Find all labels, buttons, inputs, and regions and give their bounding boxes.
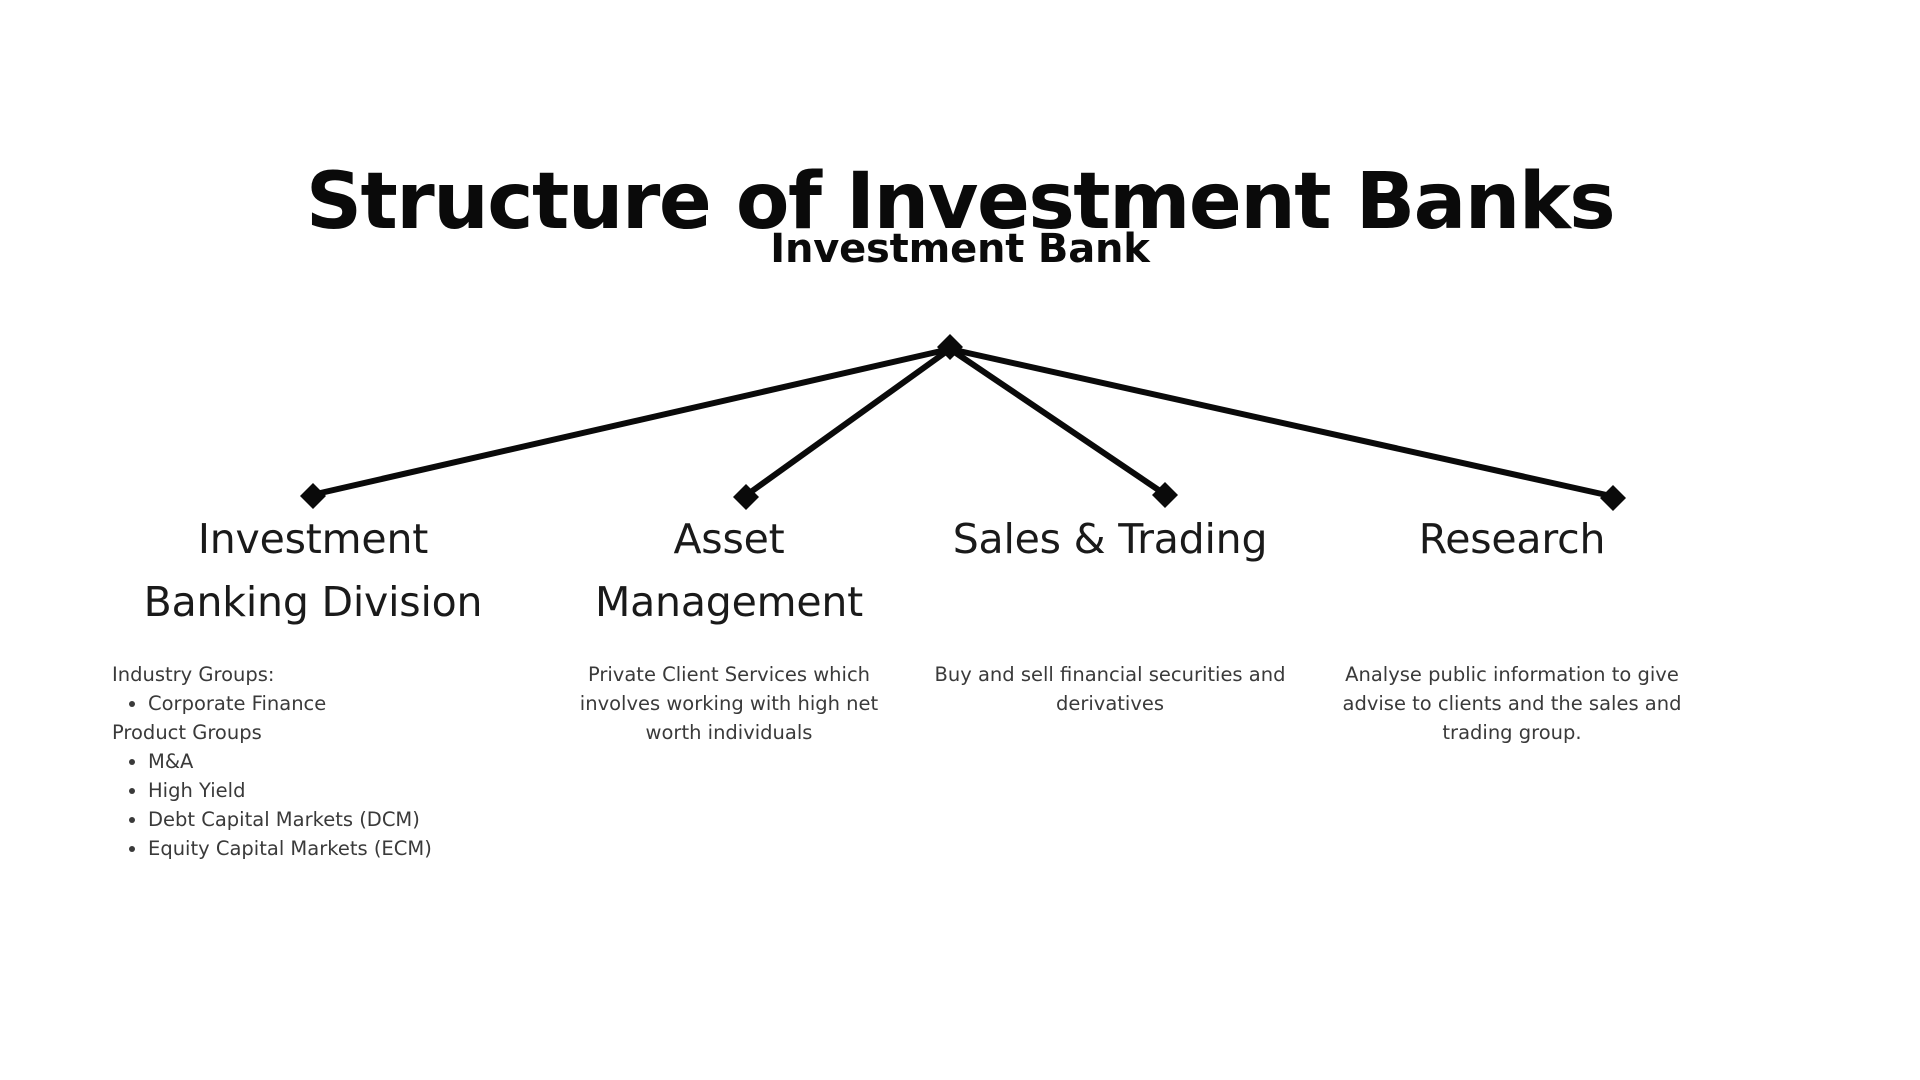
branch-title-line-2: Management	[594, 578, 864, 626]
edge-root-to-asset-management	[746, 346, 952, 497]
branch-title-line-1: Research	[1418, 515, 1606, 563]
list-item: Debt Capital Markets (DCM)	[148, 805, 528, 834]
branch-asset-management[interactable]: Asset Management Private Client Services…	[558, 508, 900, 747]
branch-investment-banking-division[interactable]: Investment Banking Division Industry Gro…	[98, 508, 528, 863]
group-list-industry-groups: Corporate Finance	[112, 689, 528, 718]
edge-root-to-sales-and-trading	[948, 346, 1165, 496]
branch-columns: Investment Banking Division Industry Gro…	[0, 508, 1920, 968]
list-item: M&A	[148, 747, 528, 776]
branch-description-sales-and-trading: Buy and sell financial securities and de…	[934, 663, 1286, 715]
root-node-marker-diamond	[937, 334, 963, 360]
branch-title-sales-and-trading: Sales & Trading	[930, 508, 1290, 571]
branch-title-line-1: Investment	[197, 515, 429, 563]
group-heading-industry-groups: Industry Groups:	[112, 663, 275, 686]
branch-description-asset-management: Private Client Services which involves w…	[579, 663, 879, 744]
branch-description-research: Analyse public information to give advis…	[1342, 663, 1682, 744]
edge-root-to-research	[949, 346, 1612, 499]
branch-title-investment-banking-division: Investment Banking Division	[98, 508, 528, 634]
list-item: Corporate Finance	[148, 689, 528, 718]
edge-root-to-investment-banking-division	[315, 346, 951, 497]
node-marker-sales-and-trading	[1152, 482, 1178, 508]
node-marker-asset-management	[733, 484, 759, 510]
branch-body-investment-banking-division: Industry Groups: Corporate Finance Produ…	[98, 660, 528, 863]
list-item: High Yield	[148, 776, 528, 805]
list-item: Equity Capital Markets (ECM)	[148, 834, 528, 863]
branch-title-line-1: Asset	[673, 515, 785, 563]
branch-title-line-1: Sales & Trading	[952, 515, 1268, 563]
root-node-label: Investment Bank	[770, 226, 1150, 272]
group-list-product-groups: M&A High Yield Debt Capital Markets (DCM…	[112, 747, 528, 863]
node-marker-investment-banking-division	[300, 483, 326, 509]
branch-title-line-2: Banking Division	[143, 578, 483, 626]
branch-title-research: Research	[1336, 508, 1688, 571]
group-heading-product-groups: Product Groups	[112, 721, 262, 744]
page-title: Structure of Investment Banks	[305, 157, 1616, 248]
branch-research[interactable]: Research Analyse public information to g…	[1336, 508, 1688, 747]
branch-title-asset-management: Asset Management	[558, 508, 900, 634]
branch-sales-and-trading[interactable]: Sales & Trading Buy and sell financial s…	[930, 508, 1290, 718]
